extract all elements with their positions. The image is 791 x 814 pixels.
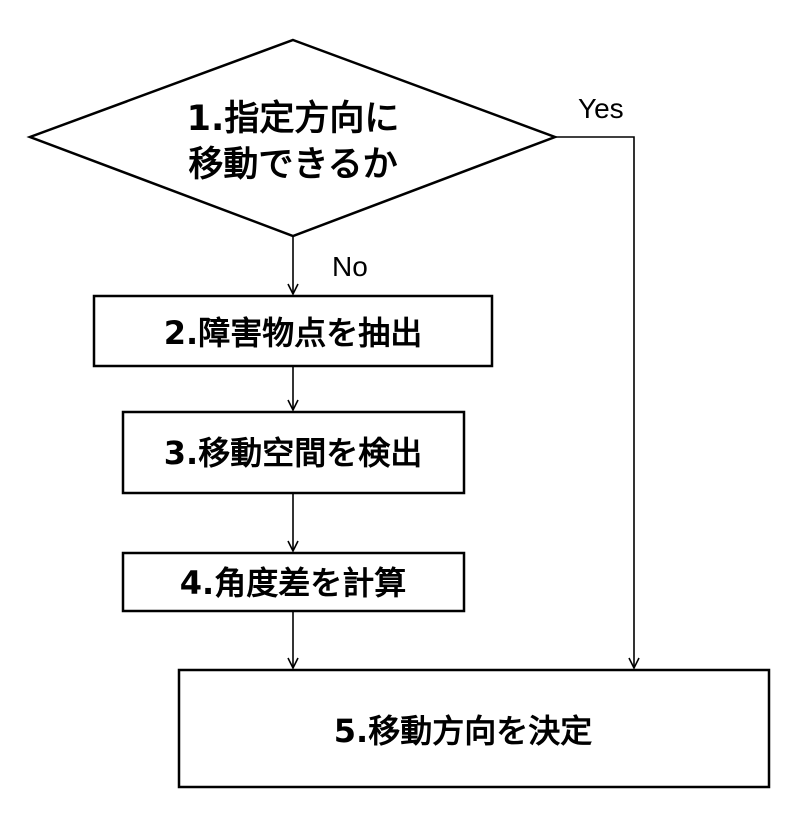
decision-label-line2: 移動できるか [188,145,397,185]
step-extract-box [92,294,494,368]
decision-label-line1: 1.指定方向に [187,99,400,139]
step-compute-box [121,551,466,613]
step-detect-label: 3.移動空間を検出 [164,434,422,472]
yes-label: Yes [578,93,624,124]
no-label: No [332,251,368,282]
step-decide-label: 5.移動方向を決定 [334,712,592,750]
yes-connector [555,136,634,668]
step-decide-box [177,668,771,789]
step-compute-label: 4.角度差を計算 [180,564,406,602]
step-extract-label: 2.障害物点を抽出 [164,314,422,352]
